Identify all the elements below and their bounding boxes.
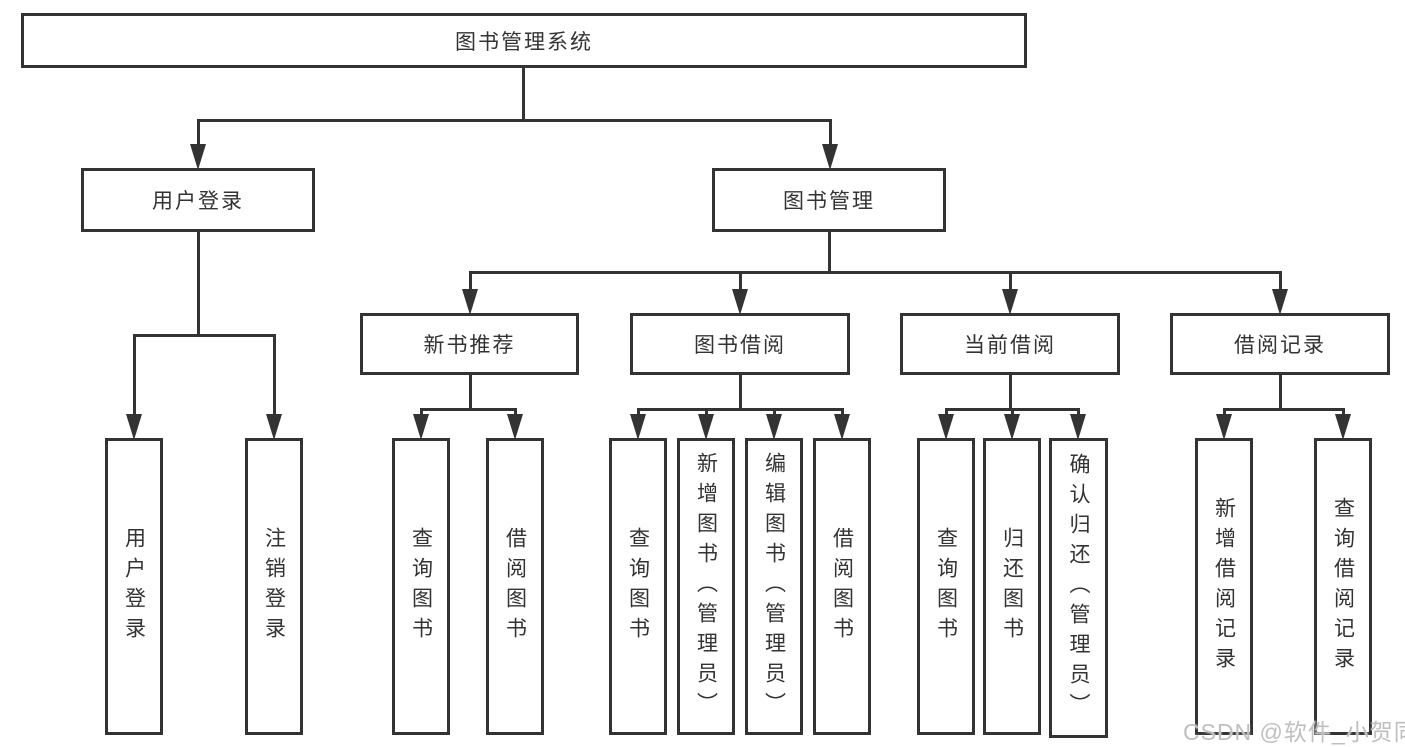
- connector-branch-user-login-children: [133, 334, 276, 337]
- arrowhead-icon-user-login-children-0: [126, 414, 142, 440]
- node-label-book-borrowing: 图书借阅: [694, 334, 786, 357]
- connector-drop-root-to-level2-0: [197, 120, 200, 150]
- node-leaf-add-books-admin: 新增图书（管理员）: [677, 438, 735, 735]
- connector-branch-borrowing-children: [637, 408, 844, 411]
- node-label-leaf-return-books: 归还图书: [1000, 526, 1024, 647]
- node-label-leaf-query-books-3: 查询图书: [934, 526, 958, 647]
- node-book-management: 图书管理: [712, 168, 946, 232]
- arrowhead-icon-book-mgmt-children-0: [462, 289, 478, 315]
- node-label-user-login: 用户登录: [152, 190, 244, 213]
- node-leaf-confirm-return: 确认归还（管理员）: [1049, 438, 1108, 738]
- connector-branch-records-children: [1223, 408, 1345, 411]
- arrowhead-icon-book-mgmt-children-2: [1002, 289, 1018, 315]
- connector-stem-current-children: [1009, 373, 1012, 410]
- node-label-leaf-add-books-admin: 新增图书（管理员）: [694, 451, 718, 722]
- node-borrowing-records: 借阅记录: [1170, 313, 1390, 375]
- connector-drop-user-login-children-1: [273, 335, 276, 420]
- arrowhead-icon-borrowing-children-0: [630, 414, 646, 440]
- arrowhead-icon-records-children-0: [1216, 414, 1232, 440]
- node-label-borrowing-records: 借阅记录: [1234, 334, 1326, 357]
- arrowhead-icon-new-book-children-1: [507, 414, 523, 440]
- arrowhead-icon-current-children-2: [1070, 414, 1086, 440]
- arrowhead-icon-root-to-level2-0: [190, 144, 206, 170]
- connector-drop-book-mgmt-children-1: [739, 272, 742, 295]
- arrowhead-icon-book-mgmt-children-1: [732, 289, 748, 315]
- connector-branch-book-mgmt-children: [469, 271, 1282, 274]
- arrowhead-icon-current-children-1: [1004, 414, 1020, 440]
- arrowhead-icon-borrowing-children-3: [834, 414, 850, 440]
- connector-drop-book-mgmt-children-2: [1009, 272, 1012, 295]
- connector-stem-new-book-children: [469, 373, 472, 410]
- node-label-leaf-borrow-books-1: 借阅图书: [503, 526, 527, 647]
- node-current-borrowing: 当前借阅: [900, 313, 1120, 375]
- node-label-book-management: 图书管理: [783, 190, 875, 213]
- connector-drop-user-login-children-0: [133, 335, 136, 420]
- node-leaf-user-login: 用户登录: [105, 438, 163, 735]
- arrowhead-icon-records-children-1: [1335, 414, 1351, 440]
- node-label-leaf-edit-books-admin: 编辑图书（管理员）: [762, 451, 786, 722]
- node-leaf-query-books-3: 查询图书: [917, 438, 975, 735]
- connector-stem-borrowing-children: [739, 373, 742, 410]
- node-label-current-borrowing: 当前借阅: [964, 334, 1056, 357]
- node-leaf-logout: 注销登录: [245, 438, 303, 735]
- node-label-leaf-user-login: 用户登录: [122, 526, 146, 647]
- connector-stem-records-children: [1279, 373, 1282, 410]
- node-root-system: 图书管理系统: [21, 13, 1027, 68]
- arrowhead-icon-book-mgmt-children-3: [1272, 289, 1288, 315]
- connector-stem-user-login-children: [197, 230, 200, 336]
- arrowhead-icon-user-login-children-1: [266, 414, 282, 440]
- node-label-leaf-query-books-2: 查询图书: [626, 526, 650, 647]
- node-label-leaf-query-books-1: 查询图书: [409, 526, 433, 647]
- connector-branch-root-to-level2: [197, 119, 832, 122]
- arrowhead-icon-root-to-level2-1: [822, 144, 838, 170]
- connector-stem-root-to-level2: [522, 66, 525, 121]
- node-label-leaf-borrow-books-2: 借阅图书: [830, 526, 854, 647]
- node-leaf-borrow-books-2: 借阅图书: [813, 438, 871, 735]
- node-book-borrowing: 图书借阅: [630, 313, 850, 375]
- node-leaf-return-books: 归还图书: [983, 438, 1041, 735]
- watermark-text: CSDN @软件_小贺同学: [1183, 719, 1405, 745]
- node-leaf-query-borrow-record: 查询借阅记录: [1314, 438, 1372, 735]
- node-user-login: 用户登录: [81, 168, 315, 232]
- node-leaf-query-books-1: 查询图书: [392, 438, 450, 735]
- arrowhead-icon-current-children-0: [938, 414, 954, 440]
- node-label-leaf-confirm-return: 确认归还（管理员）: [1067, 453, 1090, 723]
- node-label-root-system: 图书管理系统: [455, 30, 593, 54]
- node-label-new-book-recommend: 新书推荐: [423, 334, 516, 357]
- node-new-book-recommend: 新书推荐: [360, 313, 579, 375]
- arrowhead-icon-borrowing-children-2: [766, 414, 782, 440]
- node-label-leaf-add-borrow-record: 新增借阅记录: [1212, 496, 1236, 677]
- node-leaf-edit-books-admin: 编辑图书（管理员）: [745, 438, 803, 735]
- connector-drop-book-mgmt-children-0: [469, 272, 472, 295]
- connector-drop-root-to-level2-1: [829, 120, 832, 150]
- connector-branch-new-book-children: [420, 408, 517, 411]
- connector-drop-book-mgmt-children-3: [1279, 272, 1282, 295]
- node-label-leaf-query-borrow-record: 查询借阅记录: [1331, 496, 1355, 677]
- node-label-leaf-logout: 注销登录: [262, 526, 286, 647]
- arrowhead-icon-borrowing-children-1: [698, 414, 714, 440]
- node-leaf-query-books-2: 查询图书: [609, 438, 667, 735]
- node-leaf-add-borrow-record: 新增借阅记录: [1195, 438, 1253, 735]
- connector-stem-book-mgmt-children: [828, 230, 831, 273]
- node-leaf-borrow-books-1: 借阅图书: [486, 438, 544, 735]
- arrowhead-icon-new-book-children-0: [413, 414, 429, 440]
